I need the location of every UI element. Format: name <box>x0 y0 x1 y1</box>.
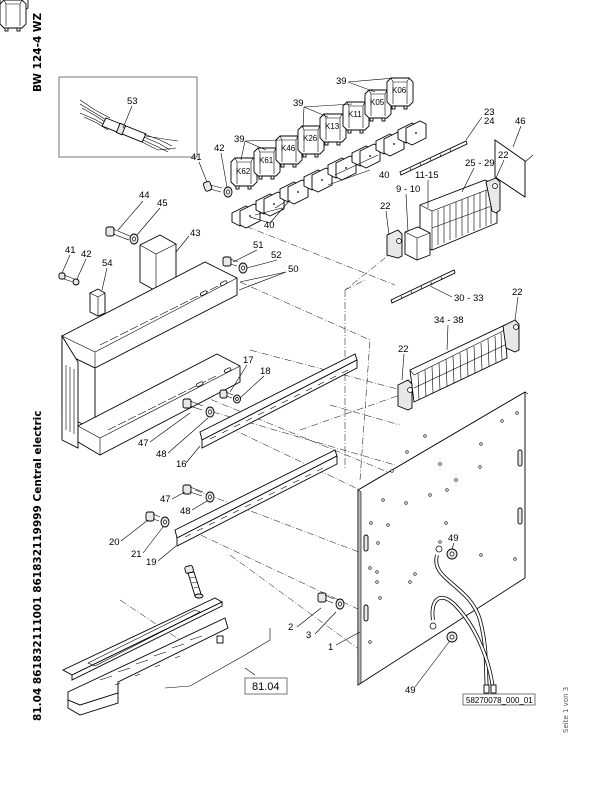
group-reference-box <box>244 677 288 695</box>
relay-K11: K11 <box>342 101 370 134</box>
drawing-id: 58270078_000_01 <box>466 696 533 705</box>
marker-strip-30-33: 30 - 33 <box>390 269 484 304</box>
callout-9-10: 9 - 10 <box>396 184 420 195</box>
callout-51: 51 <box>253 240 264 251</box>
callout-40b: 40 <box>264 220 275 231</box>
inset-frame <box>58 76 198 158</box>
cover-plate-46: 46 <box>494 116 534 198</box>
bracket-54: 41 42 54 <box>58 245 113 317</box>
callout-41b: 41 <box>65 245 76 256</box>
callout-48b: 48 <box>180 506 191 517</box>
callout-49b: 49 <box>405 685 416 696</box>
relay-K05: K05 <box>364 89 392 122</box>
component-43: 43 44 45 <box>105 190 201 292</box>
callout-47a: 47 <box>138 438 149 449</box>
callout-48a: 48 <box>156 449 167 460</box>
callout-39c: 39 <box>336 76 347 87</box>
relay-K26: K26 <box>297 125 325 158</box>
relay-K13: K13 <box>319 113 347 146</box>
cable-harness-inset: 53 <box>58 76 198 158</box>
callout-40a: 40 <box>379 170 390 181</box>
callout-22d: 22 <box>398 344 409 355</box>
callout-50: 50 <box>288 264 299 275</box>
terminal-block-upper: 25 - 29 11-15 22 9 - 10 22 <box>380 150 509 261</box>
callout-46: 46 <box>515 116 526 127</box>
callout-22c: 22 <box>512 287 523 298</box>
callout-22b: 22 <box>380 201 391 212</box>
callout-24: 24 <box>484 116 495 127</box>
relay-K46: K46 <box>275 135 303 168</box>
callout-41a: 41 <box>191 152 202 163</box>
callout-22a: 22 <box>498 150 509 161</box>
callout-42a: 42 <box>214 143 225 154</box>
relays: K62 K61 K46 K26 K13 K11 K05 K06 39 39 39 <box>0 0 414 190</box>
callout-25-29: 25 - 29 <box>465 158 495 169</box>
callout-21: 21 <box>131 549 142 560</box>
callout-44: 44 <box>139 190 150 201</box>
callout-1: 1 <box>328 642 333 653</box>
bolt-41-top: 41 42 <box>191 143 233 198</box>
ground-cables: 49 49 58270078_000_01 <box>405 533 536 706</box>
svg-text:K62: K62 <box>236 167 251 176</box>
callout-39b: 39 <box>293 98 304 109</box>
callout-47b: 47 <box>160 494 171 505</box>
svg-text:K11: K11 <box>348 110 362 119</box>
callout-42b: 42 <box>81 249 92 260</box>
fuse-holder-assembly: 2 3 81.04 <box>62 565 345 716</box>
callout-20: 20 <box>109 537 120 548</box>
marker-strip-23-24: 23 24 <box>399 107 495 176</box>
svg-text:K61: K61 <box>259 156 274 165</box>
callout-43: 43 <box>190 228 201 239</box>
callout-45: 45 <box>157 198 168 209</box>
callout-39a: 39 <box>234 134 245 145</box>
svg-text:K46: K46 <box>281 144 296 153</box>
callout-11-15: 11-15 <box>415 170 439 181</box>
callout-3: 3 <box>306 630 311 641</box>
callout-23: 23 <box>484 107 495 118</box>
callout-17: 17 <box>243 355 254 366</box>
callout-49a: 49 <box>448 533 459 544</box>
callout-53: 53 <box>127 96 138 107</box>
relay-K06: K06 <box>386 77 414 110</box>
cable-duct-frame: 50 51 52 <box>61 240 299 456</box>
svg-text:K06: K06 <box>392 86 407 95</box>
din-rail-upper: 16 17 18 47 48 <box>138 353 358 470</box>
callout-54: 54 <box>102 258 113 269</box>
group-reference: 81.04 <box>252 681 280 693</box>
callout-2: 2 <box>288 622 293 633</box>
callout-34-38: 34 - 38 <box>434 315 464 326</box>
terminal-block-lower: 34 - 38 22 22 <box>397 287 523 411</box>
callout-30-33: 30 - 33 <box>454 293 484 304</box>
din-rail-lower: 19 47 48 20 21 <box>109 449 338 568</box>
callout-19: 19 <box>146 557 157 568</box>
svg-text:K05: K05 <box>370 98 385 107</box>
svg-text:K26: K26 <box>303 134 318 143</box>
callout-16: 16 <box>176 459 187 470</box>
relay-K61: K61 <box>253 147 281 180</box>
relay-K62: K62 <box>230 157 258 190</box>
callout-52: 52 <box>271 250 282 261</box>
alignment-lines <box>119 221 421 651</box>
svg-text:K13: K13 <box>325 122 340 131</box>
callout-18: 18 <box>260 366 271 377</box>
mounting-plate: 1 <box>328 391 529 686</box>
